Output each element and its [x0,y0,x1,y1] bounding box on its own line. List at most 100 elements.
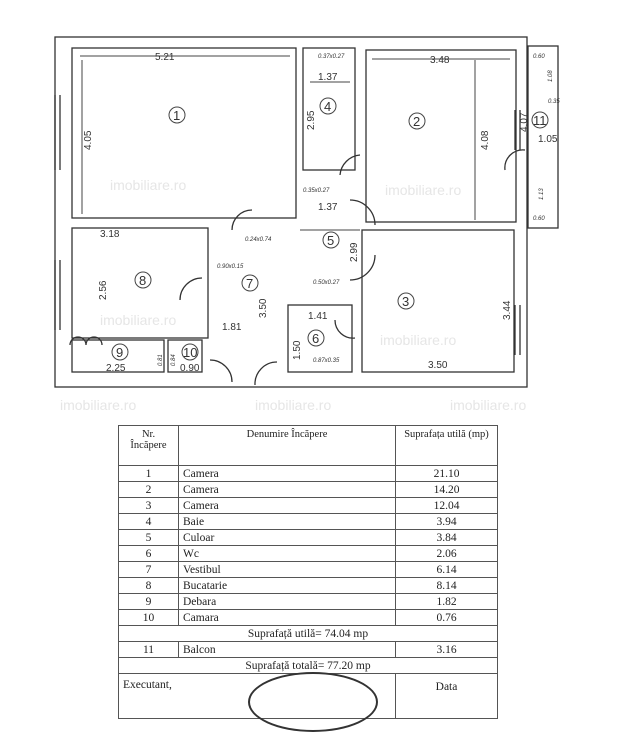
opening-note: 0.37x0.27 [318,54,345,60]
dimension-label: 1.37 [318,202,338,213]
watermark: imobiliare.ro [450,397,526,413]
stamp [248,672,378,732]
room-number: 10 [183,345,197,360]
row-nr: 4 [118,513,179,530]
row-area: 14.20 [395,481,498,498]
header-area: Suprafața utilă (mp) [395,425,498,466]
room-number: 6 [312,331,319,346]
row-nr: 10 [118,609,179,626]
dimensions: 5.21 4.05 1.37 2.95 3.48 4.08 4.07 1.05 … [83,52,560,374]
dimension-label: 1.13 [539,188,545,200]
dimension-label: 2.95 [306,110,317,130]
row-nr: 6 [118,545,179,562]
dimension-label: 0.81 [158,354,164,366]
row-area: 8.14 [395,577,498,594]
dimension-label: 0.84 [171,354,177,366]
room-number: 5 [327,233,334,248]
room-number: 11 [533,113,547,128]
row-nr: 3 [118,497,179,514]
row-name: Camera [178,465,396,482]
row-name: Culoar [178,529,396,546]
row-nr: 8 [118,577,179,594]
opening-note: 0.50x0.27 [313,280,340,286]
dimension-label: 0.60 [533,54,545,60]
row-name: Debara [178,593,396,610]
row-area: 6.14 [395,561,498,578]
row-nr: 9 [118,593,179,610]
dimension-label: 0.90 [180,363,200,374]
dimension-label: 1.08 [548,70,554,82]
room-number: 3 [402,294,409,309]
dimension-label: 0.60 [533,216,545,222]
dimension-label: 4.08 [480,130,491,150]
dimension-label: 3.44 [502,300,513,320]
row-nr: 7 [118,561,179,578]
table-row: 11 Balcon 3.16 [118,641,498,658]
grand-total: Suprafață totală= 77.20 mp [118,657,498,674]
dimension-label: 3.50 [258,298,269,318]
row-area: 3.84 [395,529,498,546]
row-area: 3.16 [395,641,498,658]
date-label: Data [395,673,498,719]
room-number: 9 [116,345,123,360]
dimension-label: 2.25 [106,363,126,374]
room-number: 7 [246,276,253,291]
room-number: 1 [173,108,180,123]
dimension-label: 1.50 [292,340,303,360]
dimension-label: 3.48 [430,55,450,66]
dimension-label: 2.99 [349,242,360,262]
room-number: 4 [324,99,331,114]
row-area: 3.94 [395,513,498,530]
watermark: imobiliare.ro [100,312,176,328]
row-area: 12.04 [395,497,498,514]
row-area: 1.82 [395,593,498,610]
row-name: Camera [178,481,396,498]
row-nr: 5 [118,529,179,546]
useful-total-row: Suprafață utilă= 74.04 mp [118,625,498,642]
watermark: imobiliare.ro [385,182,461,198]
room-number: 2 [413,114,420,129]
grand-total-row: Suprafață totală= 77.20 mp [118,657,498,674]
opening-note: 0.35 [548,99,560,105]
row-name: Bucatarie [178,577,396,594]
watermark: imobiliare.ro [110,177,186,193]
dimension-label: 1.81 [222,322,242,333]
dimension-label: 1.41 [308,311,328,322]
header-nr: Nr. Încăpere [118,425,179,466]
row-nr: 1 [118,465,179,482]
dimension-label: 1.05 [538,134,558,145]
walls [54,36,559,388]
dimension-label: 5.21 [155,52,175,63]
row-area: 21.10 [395,465,498,482]
row-name: Wc [178,545,396,562]
dimension-label: 1.37 [318,72,338,83]
watermark: imobiliare.ro [60,397,136,413]
row-area: 0.76 [395,609,498,626]
opening-note: 0.35x0.27 [303,188,330,194]
room-number: 8 [139,273,146,288]
row-name: Camara [178,609,396,626]
room-area-table: Nr. Încăpere Denumire Încăpere Suprafața… [118,425,498,719]
row-nr: 11 [118,641,179,658]
table-header: Nr. Încăpere Denumire Încăpere Suprafața… [118,425,498,466]
dimension-label: 4.05 [83,130,94,150]
dimension-label: 3.50 [428,360,448,371]
header-name: Denumire Încăpere [178,425,396,466]
row-name: Baie [178,513,396,530]
floor-plan: imobiliare.ro imobiliare.ro imobiliare.r… [54,36,560,413]
opening-note: 0.87x0.35 [313,358,340,364]
row-name: Camera [178,497,396,514]
row-name: Balcon [178,641,396,658]
watermark: imobiliare.ro [255,397,331,413]
useful-total: Suprafață utilă= 74.04 mp [118,625,498,642]
